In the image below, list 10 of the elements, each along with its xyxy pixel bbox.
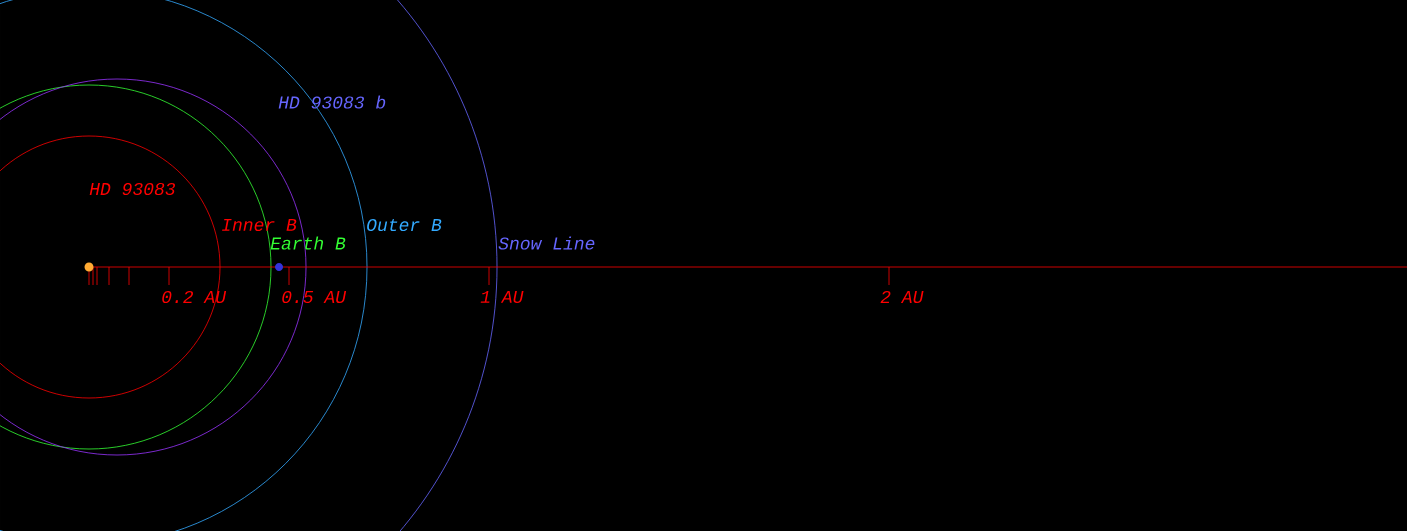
zone-label: Snow Line — [498, 236, 595, 250]
zone-label: Earth B — [270, 236, 346, 250]
tick-label: 2 AU — [880, 290, 924, 304]
zone-label: Inner B — [222, 219, 297, 231]
tick-label: 1 AU — [480, 291, 524, 303]
tick-label: 0.5 AU — [282, 290, 347, 304]
planet-label: HD 93083 b — [278, 95, 386, 109]
zone-label: Outer B — [367, 218, 442, 232]
star-label: HD 93083 — [89, 182, 175, 196]
tick-label: 0.2 AU — [162, 290, 227, 304]
